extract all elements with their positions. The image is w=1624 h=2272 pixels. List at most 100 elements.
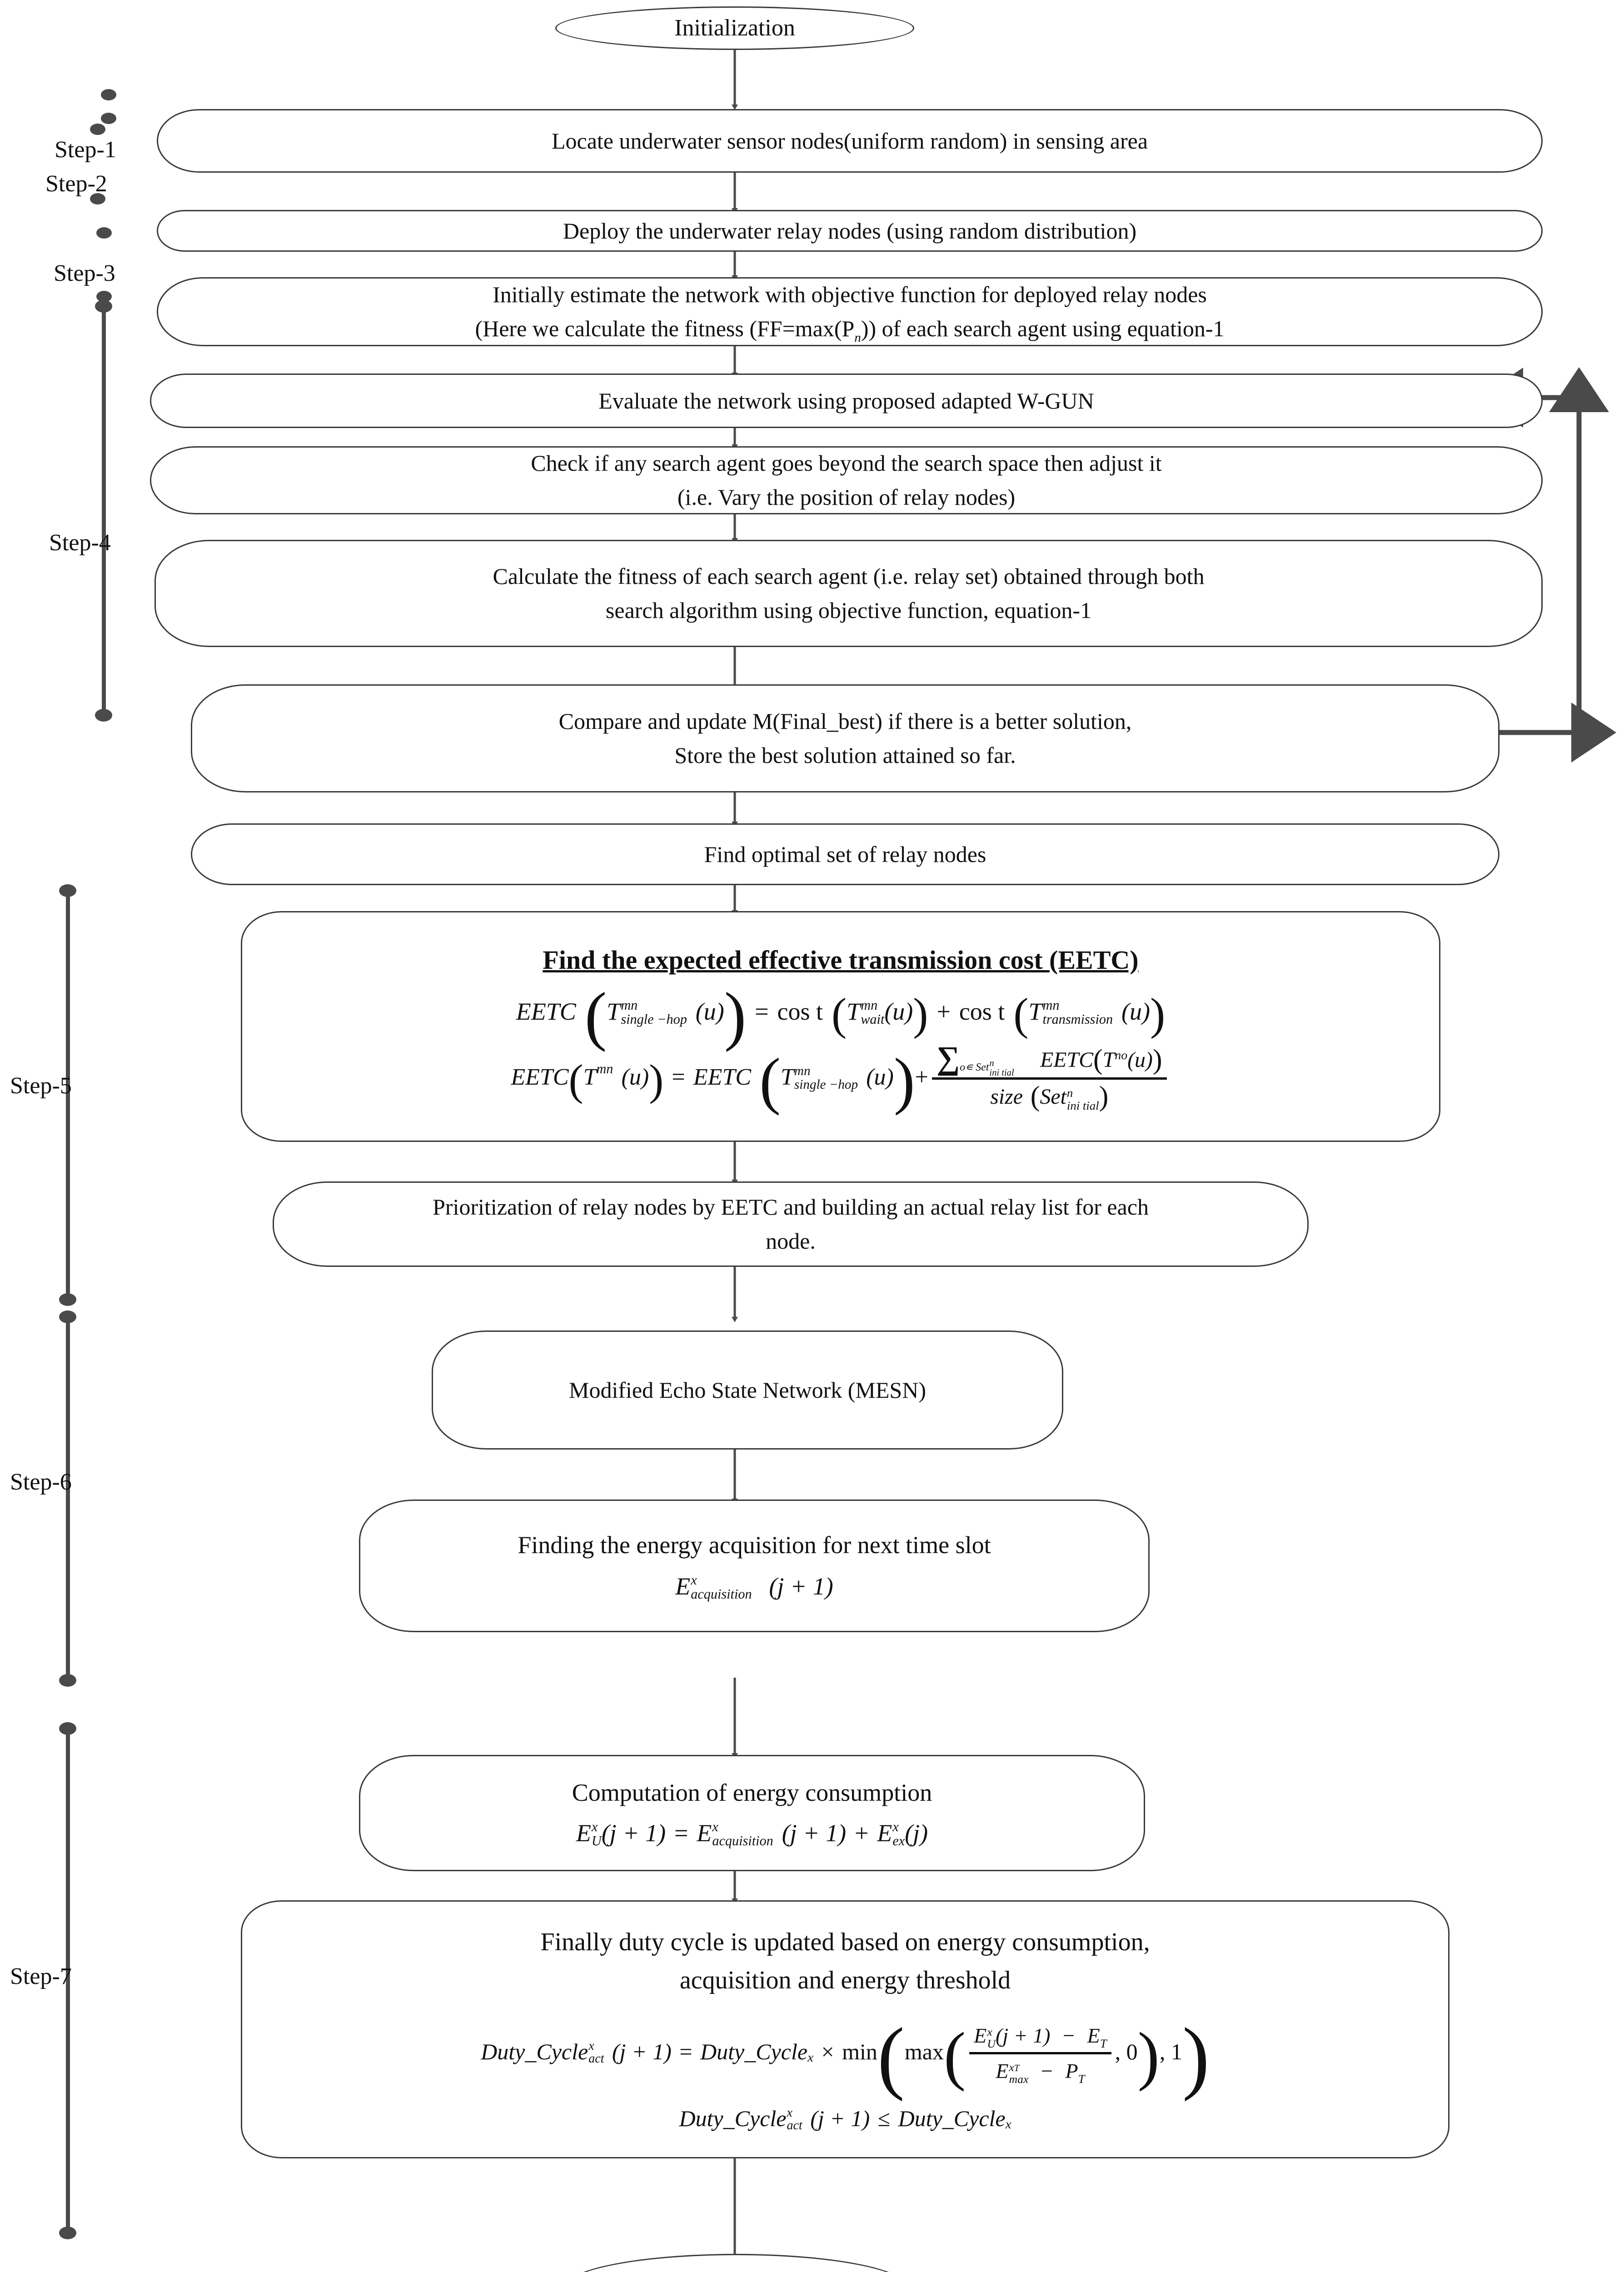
dc1-eq: = — [679, 2039, 692, 2064]
node-find-optimal-relay-set[interactable]: Find optimal set of relay nodes — [191, 823, 1499, 885]
cons-eq: = — [674, 1819, 688, 1847]
acq-eq-E: E — [675, 1573, 691, 1600]
eetc-eq2-lhs-T: T — [583, 1064, 597, 1090]
eetc-eq1-rhs2-T: T — [1028, 997, 1042, 1025]
step-rail-dot — [90, 193, 105, 204]
end-terminator[interactable]: End — [563, 2254, 909, 2272]
eetc-eq2-rhs-sup: mn — [794, 1064, 811, 1079]
node-deploy-relay-nodes[interactable]: Deploy the underwater relay nodes (using… — [157, 210, 1543, 252]
dc2-lhs-arg: (j + 1) — [810, 2106, 870, 2131]
node-prioritize-line1: Prioritization of relay nodes by EETC an… — [433, 1194, 1149, 1220]
eetc-header: Find the expected effective transmission… — [543, 945, 1139, 975]
step-rail-dot — [59, 1674, 76, 1687]
step-rail-dot — [96, 227, 112, 239]
step-label-2: Step-2 — [45, 171, 107, 197]
eetc-eq1-rhs1-arg: (u) — [884, 997, 913, 1025]
node-check-line2: (i.e. Vary the position of relay nodes) — [677, 484, 1016, 510]
eetc-eq2-sigma-sub-sup: n — [989, 1058, 994, 1069]
node-compare-update-best[interactable]: Compare and update M(Final_best) if ther… — [191, 684, 1499, 792]
estimate-line2-post: )) of each search agent using equation-1 — [861, 316, 1225, 341]
node-mesn-line1: Modified Echo State Network (MESN) — [569, 1377, 926, 1403]
eetc-eq1-lhs-sub: single −hop — [621, 1011, 687, 1027]
step-label-3: Step-3 — [54, 260, 115, 286]
acq-eq-arg: (j + 1) — [769, 1573, 833, 1600]
eetc-eq1-rhs2-sup: mn — [1042, 997, 1060, 1013]
eetc-eq2-rhs-T: T — [781, 1064, 794, 1090]
eetc-eq2-rhs-sub: single −hop — [794, 1077, 858, 1092]
end-label: End — [565, 2270, 907, 2272]
eetc-eq1-rhs2-sub: transmission — [1042, 1011, 1113, 1027]
node-initial-estimate[interactable]: Initially estimate the network with obje… — [157, 277, 1543, 346]
eetc-eq1-rhs1-fn: cos t — [777, 997, 823, 1025]
step-rail-dot — [95, 709, 112, 722]
node-compare-line2: Store the best solution attained so far. — [674, 742, 1016, 768]
dc1-min: min — [842, 2039, 877, 2064]
step-rail-line-7 — [66, 1729, 70, 2235]
node-locate-sensor-nodes[interactable]: Locate underwater sensor nodes(uniform r… — [157, 109, 1543, 173]
step-rail-line-4 — [102, 309, 106, 715]
step-rail-dot — [59, 2227, 76, 2239]
node-calcfit-line1: Calculate the fitness of each search age… — [493, 563, 1205, 589]
cons-r2-arg: (j) — [905, 1819, 928, 1847]
node-prioritization[interactable]: Prioritization of relay nodes by EETC an… — [273, 1181, 1309, 1267]
node-evaluate-line1: Evaluate the network using proposed adap… — [598, 388, 1094, 414]
dc1-num-sub: U — [987, 2037, 996, 2051]
dc1-one: , 1 — [1159, 2039, 1182, 2064]
node-duty-cycle-update[interactable]: Finally duty cycle is updated based on e… — [241, 1900, 1450, 2158]
eetc-eq2-num-arg: (u) — [1127, 1048, 1153, 1072]
eetc-eq1-rhs2-arg: (u) — [1121, 997, 1150, 1025]
sigma-icon: ∑ — [936, 1039, 960, 1076]
dc1-den-sup: x — [1009, 2061, 1014, 2074]
cons-r2-sup: x — [892, 1819, 899, 1835]
node-consumption-line1: Computation of energy consumption — [572, 1779, 932, 1806]
dc1-den-minus: − — [1041, 2059, 1053, 2083]
eetc-eq1-rhs1-sup: mn — [861, 997, 878, 1013]
node-calculate-fitness[interactable]: Calculate the fitness of each search age… — [154, 540, 1543, 647]
node-estimate-line2: (Here we calculate the fitness (FF=max(P… — [158, 312, 1541, 346]
cons-r1-E: E — [697, 1819, 712, 1847]
node-eetc[interactable]: Find the expected effective transmission… — [241, 911, 1440, 1142]
eetc-eq1-plus: + — [937, 997, 951, 1025]
node-estimate-line1: Initially estimate the network with obje… — [493, 282, 1207, 307]
acq-eq-sub: acquisition — [691, 1586, 752, 1602]
node-evaluate-network[interactable]: Evaluate the network using proposed adap… — [150, 374, 1543, 428]
cons-r1-sup: x — [712, 1819, 718, 1835]
eetc-eq2-den-sub: ini tial — [1066, 1098, 1099, 1112]
dc1-lhs-sup: x — [588, 2038, 594, 2053]
eetc-eq2-rhs-fn: EETC — [693, 1064, 752, 1090]
dc2-rhs: Duty_Cycle — [898, 2106, 1006, 2131]
step-rail-dot — [90, 124, 105, 135]
cons-plus: + — [854, 1819, 869, 1847]
node-check-search-agent[interactable]: Check if any search agent goes beyond th… — [150, 446, 1543, 514]
dc1-num-E: E — [974, 2023, 987, 2047]
dc1-lhs: Duty_Cycle — [481, 2039, 588, 2064]
dc1-num-arg: (j + 1) — [996, 2023, 1051, 2047]
dc1-num-sup: x — [987, 2025, 992, 2039]
dc1-lhs-sub: act — [588, 2052, 604, 2066]
dc1-zero: , 0 — [1115, 2039, 1138, 2064]
start-terminator[interactable]: Initialization — [555, 6, 914, 50]
dc1-max: max — [904, 2039, 944, 2064]
node-mesn[interactable]: Modified Echo State Network (MESN) — [432, 1330, 1063, 1450]
node-locate-line1: Locate underwater sensor nodes(uniform r… — [551, 128, 1148, 154]
step-rail-dot — [59, 1293, 76, 1306]
dc1-num-minus: − — [1063, 2023, 1075, 2047]
step-label-6: Step-6 — [10, 1469, 72, 1495]
eetc-eq2-den-set: Set — [1040, 1085, 1066, 1109]
eetc-eq2-sigma-sub-sub: ini tial — [989, 1068, 1014, 1078]
eetc-eq2-lhs-fn: EETC — [511, 1064, 569, 1090]
eetc-eq1-lhs-fn: EETC — [516, 997, 576, 1025]
dc1-den-P: P — [1065, 2059, 1078, 2083]
dc1-times: × — [821, 2039, 834, 2064]
step-rail-dot — [101, 89, 116, 100]
eetc-eq2-den-fn: size — [990, 1085, 1023, 1109]
dc1-rhs: Duty_Cycle — [700, 2039, 808, 2064]
dc1-num-ET: E — [1087, 2023, 1100, 2047]
node-energy-acquisition[interactable]: Finding the energy acquisition for next … — [359, 1500, 1150, 1632]
node-acquisition-line1: Finding the energy acquisition for next … — [518, 1531, 991, 1559]
